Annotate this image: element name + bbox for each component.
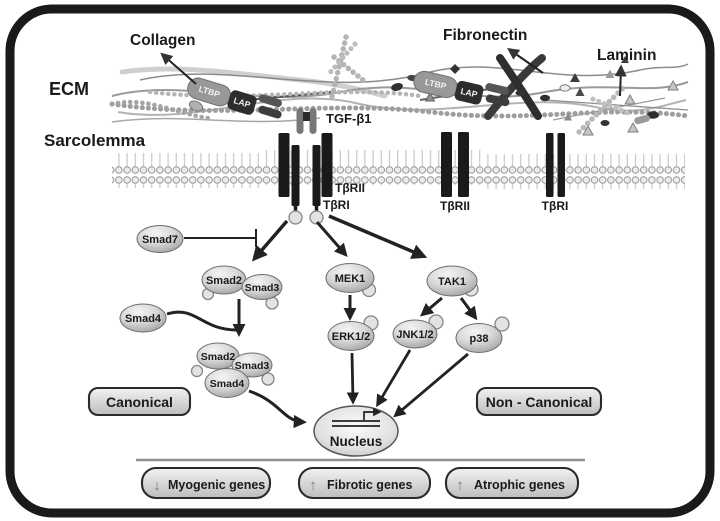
ltbp-label: LTBP: [424, 77, 448, 92]
svg-text:Smad4: Smad4: [125, 313, 162, 325]
svg-text:Smad3: Smad3: [235, 360, 270, 372]
node-smad2-smad3: Smad2 Smad3: [201, 265, 283, 310]
receptor-complex-center: [278, 133, 333, 225]
ltbp-lap-complex-left: LTBP LAP: [187, 77, 282, 119]
tbri-label-center: TβRI: [323, 198, 350, 212]
svg-text:Smad2: Smad2: [206, 275, 242, 287]
gene-box-myogenic: ↓ Myogenic genes: [140, 466, 272, 500]
svg-text:ERK1/2: ERK1/2: [332, 331, 371, 343]
arrow-receptor-to-mek1: [315, 221, 348, 257]
svg-text:Nucleus: Nucleus: [330, 434, 383, 449]
svg-text:Smad4: Smad4: [210, 378, 245, 390]
svg-text:JNK1/2: JNK1/2: [396, 329, 433, 341]
signal-arrows: [166, 214, 478, 429]
laminin-label: Laminin: [597, 47, 656, 64]
node-jnk12: JNK1/2: [392, 314, 444, 349]
ecm-label: ECM: [49, 79, 89, 99]
arrow-tak1-to-p38: [459, 297, 478, 321]
svg-text:p38: p38: [470, 333, 489, 345]
up-arrow-icon: ↑: [309, 477, 317, 494]
tgfb1-label: TGF-β1: [326, 111, 372, 126]
down-arrow-icon: ↓: [153, 477, 161, 494]
node-mek1: MEK1: [325, 263, 377, 298]
fibronectin-fibrils: [484, 54, 546, 120]
svg-text:Fibrotic genes: Fibrotic genes: [327, 478, 412, 492]
collagen-pointer-arrow: [160, 52, 197, 85]
smad7-inhibition: [184, 229, 257, 247]
node-erk12: ERK1/2: [327, 315, 379, 351]
non-canonical-box: Non - Canonical: [475, 386, 603, 417]
tbrii-label-center: TβRII: [335, 181, 365, 195]
tbrii-label-right: TβRII: [440, 199, 470, 213]
arrow-jnk12-to-nucleus: [376, 349, 412, 408]
svg-text:Atrophic genes: Atrophic genes: [474, 478, 565, 492]
svg-text:Smad3: Smad3: [245, 282, 280, 294]
laminin-cross: [575, 83, 633, 136]
ecm-fiber-network: LTBP LAP LTBP LAP: [109, 34, 691, 136]
transcription-start-arrow: [363, 407, 382, 420]
nucleus: Nucleus: [313, 405, 399, 457]
node-smad4: Smad4: [119, 303, 167, 333]
curve-smad4-join: [166, 310, 238, 332]
ltbp-lap-complex-right: LTBP LAP: [413, 70, 510, 107]
lap-label: LAP: [232, 95, 251, 110]
canonical-box: Canonical: [87, 386, 192, 417]
tgfb1-ligand: [296, 108, 317, 134]
svg-text:Non - Canonical: Non - Canonical: [486, 394, 593, 410]
arrow-receptor-to-smad23: [251, 219, 289, 262]
laminin-pointer-arrow: [614, 64, 627, 97]
tbri-label-right: TβRI: [542, 199, 569, 213]
gene-box-atrophic: ↑ Atrophic genes: [444, 466, 580, 500]
fibronectin-pointer-arrow: [507, 47, 544, 74]
receptor-tail-circle: [309, 210, 324, 225]
lap-label: LAP: [460, 86, 479, 100]
receptor-tbri-far-right: [546, 133, 565, 197]
arrow-erk12-to-nucleus: [346, 352, 359, 405]
collagen-label: Collagen: [130, 32, 195, 49]
node-smad7: Smad7: [136, 225, 184, 253]
svg-text:Myogenic genes: Myogenic genes: [168, 478, 265, 492]
node-smad234-trimer: Smad2 Smad3 Smad4: [190, 342, 275, 398]
sarcolemma-membrane: [112, 150, 685, 189]
arrow-tak1-to-jnk12: [419, 296, 443, 317]
svg-text:TAK1: TAK1: [438, 276, 466, 288]
node-tak1: TAK1: [426, 265, 479, 297]
gene-box-fibrotic: ↑ Fibrotic genes: [297, 466, 432, 500]
fibronectin-label: Fibronectin: [443, 27, 527, 44]
figure-frame: [5, 4, 715, 518]
arrow-p38-to-nucleus: [393, 352, 469, 418]
receptor-tbrii-right: [441, 132, 469, 197]
svg-text:Smad7: Smad7: [142, 234, 178, 246]
svg-text:MEK1: MEK1: [335, 273, 366, 285]
up-arrow-icon: ↑: [456, 477, 464, 494]
node-p38: p38: [455, 316, 510, 353]
receptor-tail-circle: [288, 210, 303, 225]
arrow-receptor-to-tak1: [328, 214, 428, 259]
ecm-label-group: ECM Sarcolemma Collagen Fibronectin Lami…: [44, 27, 656, 150]
collagen-microfibril-cross: [324, 34, 366, 104]
sarcolemma-label: Sarcolemma: [44, 131, 146, 150]
svg-text:Canonical: Canonical: [106, 394, 173, 410]
svg-text:Smad2: Smad2: [201, 351, 236, 363]
arrow-trimer-to-nucleus: [248, 389, 307, 429]
